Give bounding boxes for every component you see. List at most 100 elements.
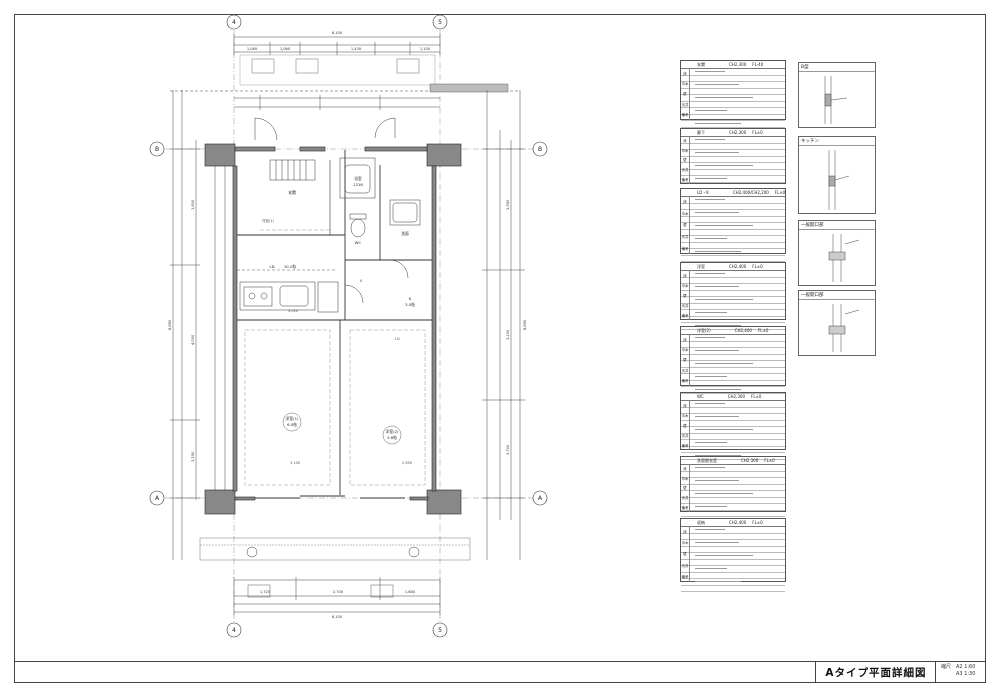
finish-table-row — [681, 504, 785, 511]
finish-table-room: 収納 — [697, 520, 705, 525]
finish-table-column-label: 壁 — [683, 423, 687, 428]
detail-box-opening-1: 一般開口部 — [798, 220, 876, 286]
finish-table-column-label: 備考 — [681, 177, 689, 182]
room-name-wc: WC — [355, 240, 362, 245]
finish-table-row-line — [695, 375, 727, 377]
dim-bottom-span-3: 1,680 — [405, 590, 416, 594]
finish-table-row-line — [695, 402, 725, 404]
finish-table-room: 玄関 — [697, 62, 705, 67]
finish-table-row-line — [695, 224, 753, 226]
finish-table-label-column: 床巾木壁天井備考 — [681, 334, 690, 386]
finish-table-level: FL±0 — [752, 264, 763, 269]
dim-bottom-span-1: 1,720 — [260, 590, 271, 594]
finish-table-column-label: 備考 — [681, 246, 689, 251]
finish-table-row-line — [695, 298, 753, 300]
dim-right-depth-2: 3,200 — [506, 329, 510, 340]
finish-table-code: CH2,300 — [727, 394, 746, 399]
finish-table-column-label: 天井 — [681, 368, 689, 373]
finish-table-row — [681, 317, 785, 323]
finish-table-row — [681, 440, 785, 447]
finish-table-room: 洋室 — [697, 264, 705, 269]
finish-table-row — [681, 323, 785, 330]
finish-table-code: CH2,300 — [729, 130, 747, 135]
dim-top-span-1: 1,080 — [247, 47, 258, 51]
detail-drawing-opening-1 — [828, 234, 860, 282]
finish-table-row — [681, 527, 785, 534]
dim-overall-depth-right: 8,850 — [523, 319, 527, 330]
finish-table-row-line — [695, 349, 739, 351]
finish-table-row — [681, 76, 785, 82]
finish-table-row — [681, 381, 785, 387]
finish-table-row — [681, 361, 785, 368]
dim-left-depth-3: 3,250 — [191, 451, 195, 462]
finish-table-row — [681, 82, 785, 89]
finish-table-row-line — [695, 237, 727, 239]
finish-table-row — [681, 204, 785, 210]
finish-table-row — [681, 374, 785, 381]
finish-table-column-label: 壁 — [683, 552, 687, 557]
finish-table-row-line — [695, 454, 741, 456]
room-area-yoshitsu2: 5.6帖 — [387, 435, 397, 440]
finish-table-room: WC — [697, 394, 704, 399]
finish-table-row-line — [695, 138, 725, 140]
finish-table-row — [681, 498, 785, 504]
finish-table-row — [681, 243, 785, 249]
finish-table-column-label: 備考 — [681, 313, 689, 318]
finish-table-column-label: 備考 — [681, 113, 689, 118]
finish-table-label-column: 床巾木壁天井備考 — [681, 464, 690, 512]
finish-table-row — [681, 291, 785, 297]
finish-table-row — [681, 534, 785, 540]
grid-bubble-left-B — [149, 141, 165, 157]
finish-table-column-label: 床 — [683, 139, 687, 144]
finish-table-row-line — [695, 164, 753, 166]
grid-label-right-B: B — [538, 146, 542, 153]
finish-table-row-line — [695, 151, 739, 153]
finish-table-column-label: 巾木 — [681, 476, 689, 481]
finish-table-row — [681, 284, 785, 291]
finish-table-room: 廊下 — [697, 130, 705, 135]
finish-table-row-line — [695, 415, 739, 417]
finish-table-level: FL±0 — [774, 190, 785, 195]
finish-table-label-column: 床巾木壁天井備考 — [681, 400, 690, 450]
finish-table-level: FL±0 — [752, 520, 763, 525]
finish-table-row-line — [695, 122, 741, 124]
finish-table-header: 廊下 CH2,300 FL±0 — [681, 129, 785, 137]
scale-a3: A3 1:30 — [956, 671, 976, 677]
finish-table-code: CH2,400 — [734, 328, 752, 333]
dim-right-depth-3: 3,700 — [506, 444, 510, 455]
finish-table-column-label: 床 — [683, 71, 687, 76]
finish-table-row — [681, 368, 785, 374]
finish-table-column-label: 巾木 — [681, 283, 689, 288]
finish-table-row — [681, 69, 785, 76]
finish-table-row — [681, 137, 785, 144]
finish-table-column-label: 床 — [683, 467, 687, 472]
finish-table-level: FL±0 — [751, 394, 762, 399]
finish-table-row — [681, 421, 785, 427]
dim-top-span-3: 1,430 — [351, 47, 362, 51]
finish-table-row — [681, 144, 785, 150]
finish-table-column-label: 備考 — [681, 443, 689, 448]
room-name-genkan: 玄関 — [288, 190, 296, 195]
finish-table-level: FL±0 — [764, 458, 775, 463]
finish-table-row — [681, 342, 785, 348]
room-name-ld: LD — [269, 264, 274, 269]
finish-table-row — [681, 95, 785, 102]
finish-table-row-line — [695, 250, 741, 252]
finish-table-row-line — [695, 211, 739, 213]
finish-table-row-line — [695, 83, 739, 85]
finish-table-column-label: 天井 — [681, 168, 689, 173]
finish-table-row-line — [695, 528, 725, 530]
finish-table-level: FL±0 — [752, 130, 763, 135]
finish-table-row — [681, 579, 785, 586]
finish-table-row — [681, 176, 785, 183]
finish-table-column-label: 巾木 — [681, 541, 689, 546]
finish-table-row — [681, 271, 785, 278]
